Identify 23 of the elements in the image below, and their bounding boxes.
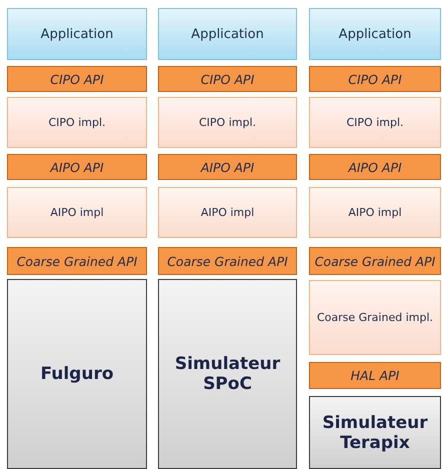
api-bar: CIPO API bbox=[309, 66, 441, 92]
application-box: Application bbox=[7, 8, 147, 60]
implementation-box: AIPO impl bbox=[309, 187, 441, 238]
api-bar: Coarse Grained API bbox=[309, 247, 441, 275]
implementation-box: CIPO impl. bbox=[7, 97, 147, 148]
api-bar: AIPO API bbox=[7, 154, 147, 180]
library-box: Fulguro bbox=[7, 279, 147, 469]
api-bar: CIPO API bbox=[7, 66, 147, 92]
application-box: Application bbox=[309, 8, 441, 60]
api-bar: HAL API bbox=[309, 362, 441, 389]
api-bar: Coarse Grained API bbox=[158, 247, 297, 275]
implementation-box: AIPO impl bbox=[7, 187, 147, 238]
api-bar: AIPO API bbox=[158, 154, 297, 180]
implementation-box: CIPO impl. bbox=[309, 97, 441, 148]
simulator-box: Simulateur SPoC bbox=[158, 279, 297, 469]
implementation-box: AIPO impl bbox=[158, 187, 297, 238]
application-box: Application bbox=[158, 8, 297, 60]
implementation-box: Coarse Grained impl. bbox=[309, 280, 441, 355]
simulator-box: Simulateur Terapix bbox=[309, 396, 441, 469]
api-bar: CIPO API bbox=[158, 66, 297, 92]
api-bar: AIPO API bbox=[309, 154, 441, 180]
api-bar: Coarse Grained API bbox=[7, 247, 147, 275]
implementation-box: CIPO impl. bbox=[158, 97, 297, 148]
